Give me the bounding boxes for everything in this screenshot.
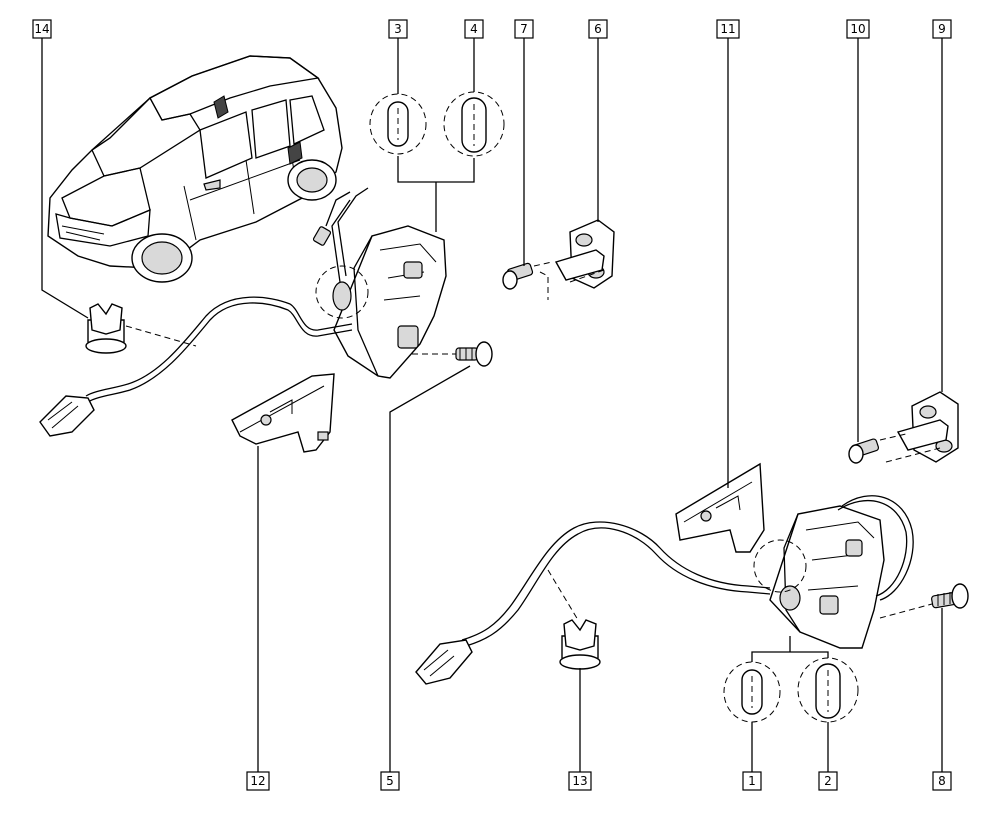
bracket-12-illustration [231,373,335,453]
callout-6-number: 6 [594,22,602,36]
callout-13: 13 [568,771,592,791]
connector-detail-1 [723,661,781,723]
callout-14: 14 [32,19,52,39]
bolt-10-illustration [848,433,907,464]
callout-7: 7 [514,19,534,39]
callout-1: 1 [742,771,762,791]
bolt-7-illustration [502,261,553,290]
cable-harness-lower-illustration [415,521,771,685]
callout-4: 4 [464,19,484,39]
lock-motor-lower-illustration [753,495,914,649]
clip-14-illustration [85,303,197,354]
callout-6: 6 [588,19,608,39]
callout-3-number: 3 [394,22,402,36]
callout-2: 2 [818,771,838,791]
callout-13-number: 13 [572,774,587,788]
callout-8: 8 [932,771,952,791]
callout-9: 9 [932,19,952,39]
callout-10-number: 10 [850,22,865,36]
vehicle-overview-illustration [47,55,343,283]
callout-4-number: 4 [470,22,478,36]
callout-5: 5 [380,771,400,791]
connector-detail-3 [369,93,427,155]
bracket-11-illustration [675,462,765,553]
cable-harness-upper-illustration [39,296,353,437]
callout-12-number: 12 [250,774,265,788]
striker-6-illustration [539,219,615,300]
leader-lines [41,38,943,772]
callout-11: 11 [716,19,740,39]
bolt-8-illustration [879,583,969,619]
callout-5-number: 5 [386,774,394,788]
callout-9-number: 9 [938,22,946,36]
callout-1-number: 1 [748,774,756,788]
callout-7-number: 7 [520,22,528,36]
callout-12: 12 [246,771,270,791]
lock-motor-upper-illustration [312,187,447,379]
callout-10: 10 [846,19,870,39]
clip-13-illustration [547,569,601,670]
callout-8-number: 8 [938,774,946,788]
connector-detail-2 [797,657,859,723]
callout-3: 3 [388,19,408,39]
callout-2-number: 2 [824,774,832,788]
callout-14-number: 14 [34,22,49,36]
callout-11-number: 11 [720,22,735,36]
bolt-5-illustration [412,341,493,367]
connector-detail-4 [443,91,505,157]
striker-9-illustration [885,391,959,463]
